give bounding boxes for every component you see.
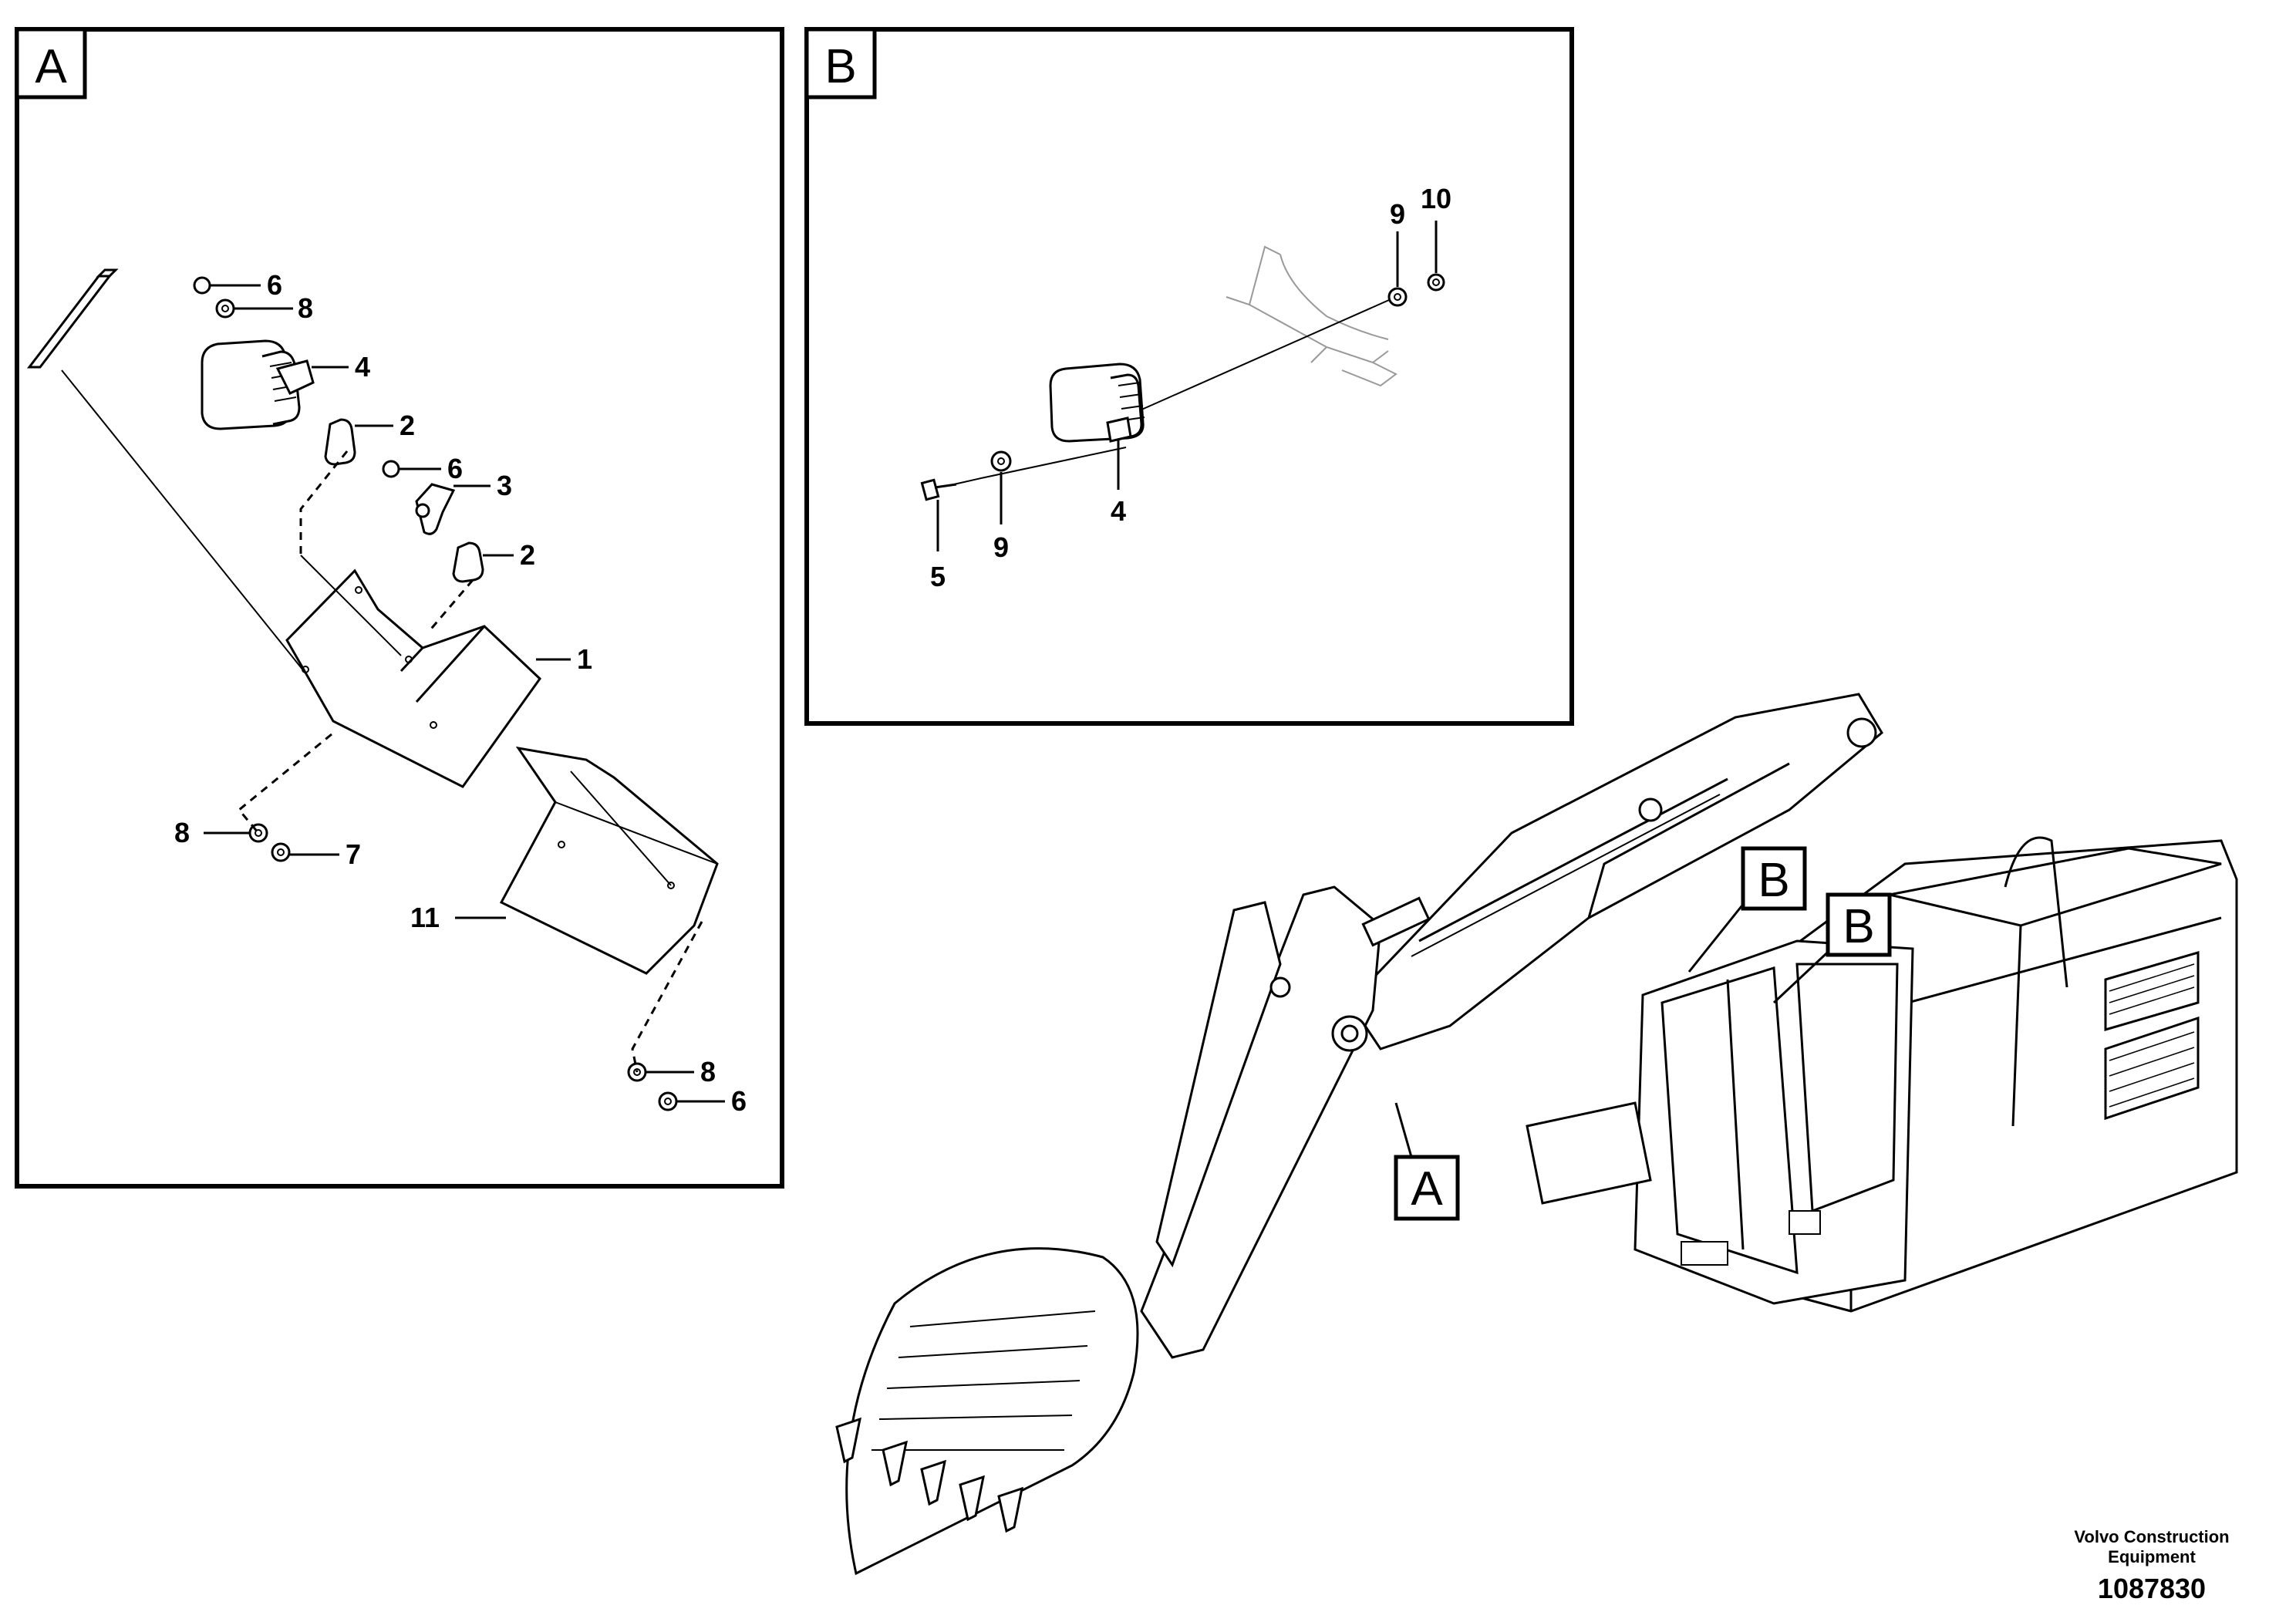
lower-cover-icon xyxy=(499,746,719,975)
view-marker-a: A xyxy=(1394,1102,1460,1221)
washer-icon-b-right xyxy=(1387,287,1408,307)
nut-icon-b xyxy=(1427,273,1445,292)
callout-a-6-right: 6 xyxy=(731,1085,747,1117)
screw-icon-mid xyxy=(382,460,400,478)
view-marker-b-right: B xyxy=(1772,892,1892,1004)
arm-icon xyxy=(1140,885,1431,1359)
boom-icon xyxy=(1348,693,1883,1050)
marker-b-right-label: B xyxy=(1843,900,1874,953)
engine-grille-icon xyxy=(2104,951,2200,1121)
screw-icon-b xyxy=(920,478,957,501)
nut-icon-left xyxy=(271,842,291,862)
spacer-icon-lower xyxy=(452,541,484,583)
drawing-number: 1087830 xyxy=(2098,1573,2206,1604)
callout-a-8-right: 8 xyxy=(700,1056,716,1088)
company-name-line1: Volvo Construction xyxy=(2074,1527,2229,1546)
callout-a-8-left: 8 xyxy=(174,817,190,848)
excavator-illustration xyxy=(835,693,2238,1576)
callout-a-7: 7 xyxy=(346,838,361,870)
marker-b-left-label: B xyxy=(1758,854,1789,907)
washer-icon-top xyxy=(215,298,235,319)
view-marker-b-left: B xyxy=(1687,846,1807,973)
callout-a-6-mid: 6 xyxy=(447,453,463,484)
marker-a-label: A xyxy=(1411,1162,1443,1216)
callout-a-3: 3 xyxy=(497,470,512,501)
callout-b-9-right: 9 xyxy=(1390,198,1405,230)
detail-panel-b: B xyxy=(804,27,1574,726)
screw-icon-top xyxy=(193,276,211,295)
callout-a-11: 11 xyxy=(410,902,440,933)
callout-a-1: 1 xyxy=(577,643,592,675)
callout-a-8-top: 8 xyxy=(298,292,313,324)
work-light-icon xyxy=(201,339,315,430)
washer-icon-b-left xyxy=(990,450,1012,472)
cab-icon xyxy=(1633,939,1914,1305)
detail-panel-a: A xyxy=(15,27,784,1189)
footer: Volvo Construction Equipment 1087830 xyxy=(2074,1527,2229,1604)
callout-a-2-lower: 2 xyxy=(520,539,535,571)
mounting-bracket-icon xyxy=(1226,245,1397,387)
bucket-icon xyxy=(835,1247,1139,1576)
callout-a-4: 4 xyxy=(355,351,370,383)
clamp-icon xyxy=(415,483,456,535)
bracket-bar xyxy=(26,268,317,687)
callout-b-5: 5 xyxy=(930,561,946,592)
spacer-icon-upper xyxy=(324,418,356,466)
panel-a-label: A xyxy=(35,40,67,93)
callout-a-2-upper: 2 xyxy=(400,410,415,441)
company-name-line2: Equipment xyxy=(2108,1547,2196,1566)
panel-b-label: B xyxy=(824,40,856,93)
panel-a-tag xyxy=(15,27,87,99)
nut-icon-right xyxy=(658,1091,678,1111)
callout-b-4: 4 xyxy=(1111,495,1126,527)
callout-b-10: 10 xyxy=(1421,183,1451,214)
work-light-icon-b xyxy=(1049,363,1145,443)
guard-plate-icon xyxy=(285,568,541,788)
callout-b-9-left: 9 xyxy=(993,531,1009,563)
panel-b-tag xyxy=(804,27,877,99)
callout-a-6-top: 6 xyxy=(267,269,282,301)
